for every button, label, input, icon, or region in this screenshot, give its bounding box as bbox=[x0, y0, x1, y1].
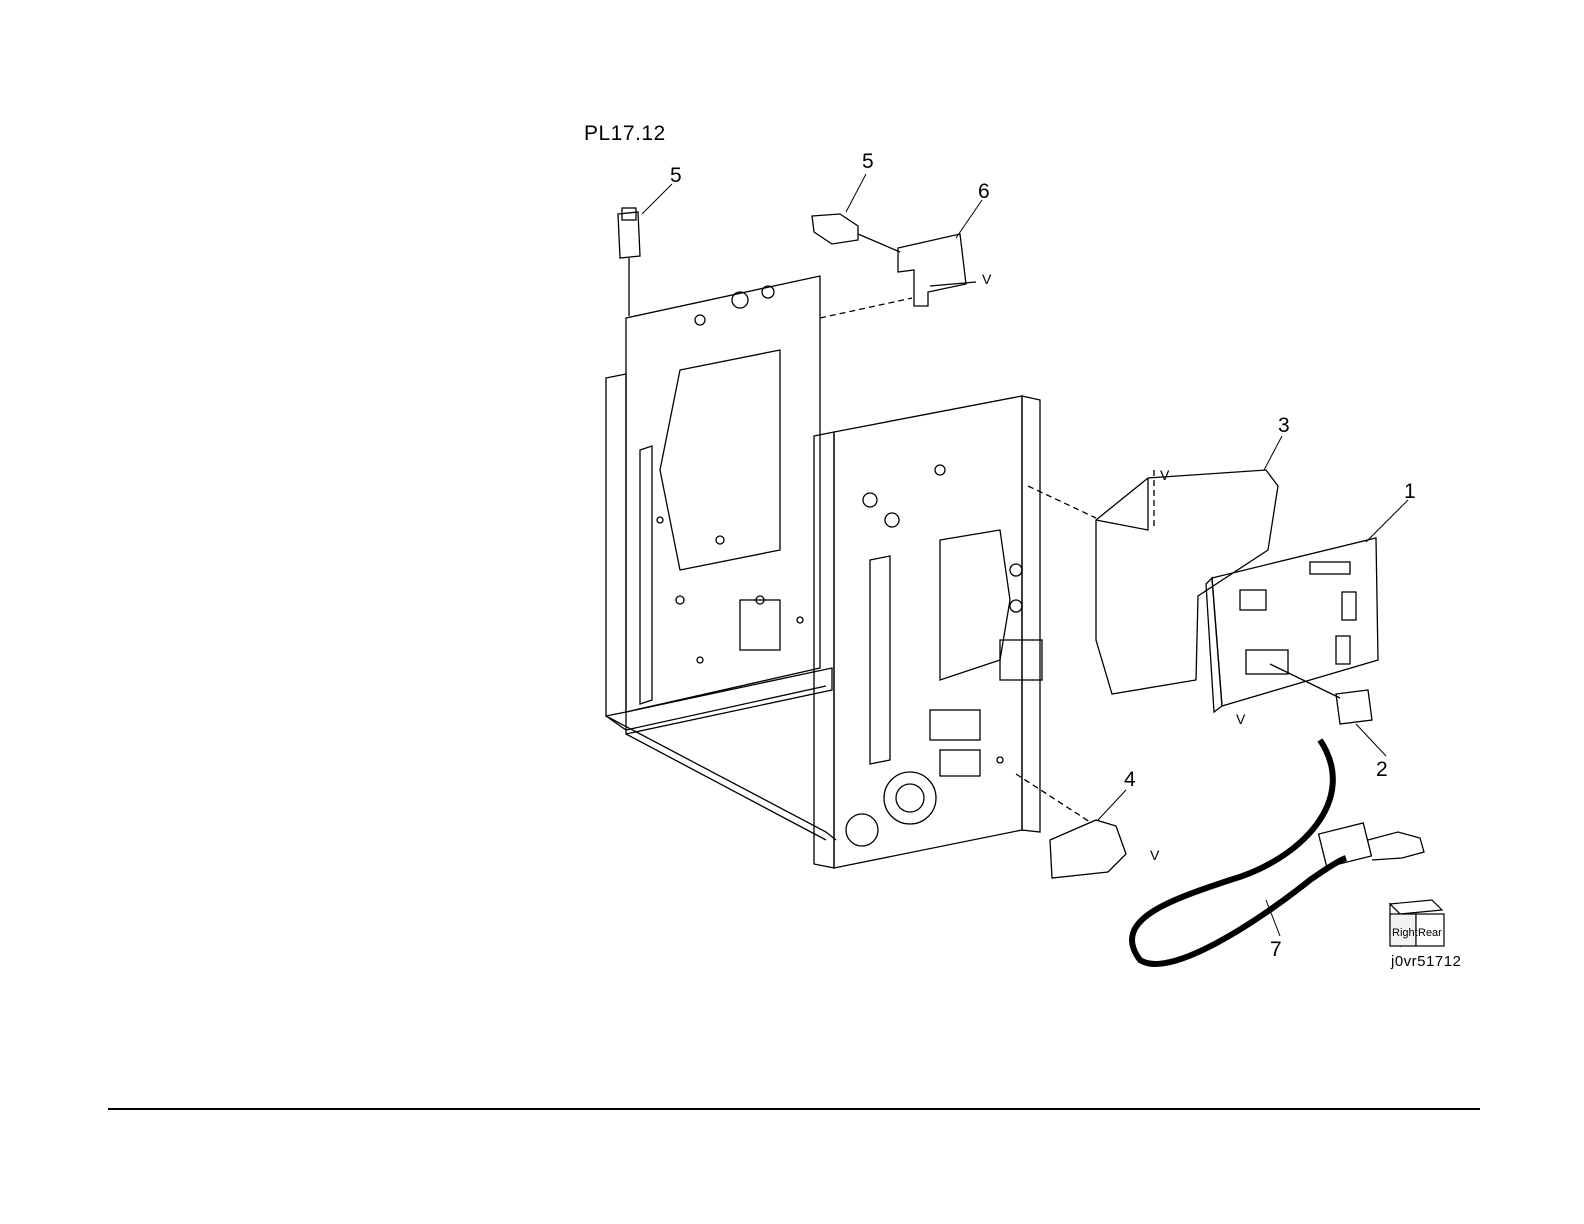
callout-5-left: 5 bbox=[670, 164, 682, 187]
callout-5-top: 5 bbox=[862, 150, 874, 173]
part-2-connector bbox=[1336, 690, 1372, 724]
part-3-shield-cover bbox=[1028, 470, 1278, 694]
callout-7: 7 bbox=[1270, 938, 1282, 961]
part-6-bracket bbox=[820, 234, 976, 318]
v-mark: V bbox=[1150, 847, 1160, 863]
cube-right-label: Right bbox=[1392, 927, 1418, 939]
bottom-divider bbox=[108, 1108, 1480, 1110]
v-mark: V bbox=[1236, 711, 1246, 727]
part-5-left-connector bbox=[618, 208, 640, 316]
part-5-top-connector bbox=[812, 214, 900, 252]
rear-frame-plate bbox=[606, 276, 826, 730]
figure-reference: j0vr51712 bbox=[1391, 953, 1461, 970]
front-frame-plate bbox=[814, 396, 1042, 868]
orientation-cube-icon: Right Rear bbox=[1390, 900, 1444, 946]
callout-6: 6 bbox=[978, 180, 990, 203]
cube-rear-label: Rear bbox=[1418, 927, 1442, 939]
part-4-bracket bbox=[1016, 774, 1126, 878]
callout-3: 3 bbox=[1278, 414, 1290, 437]
callout-2: 2 bbox=[1376, 758, 1388, 781]
callout-1: 1 bbox=[1404, 480, 1416, 503]
part-1-pwb bbox=[1206, 538, 1378, 712]
callout-4: 4 bbox=[1124, 768, 1136, 791]
v-mark: V bbox=[982, 271, 992, 287]
v-mark: V bbox=[1160, 467, 1170, 483]
